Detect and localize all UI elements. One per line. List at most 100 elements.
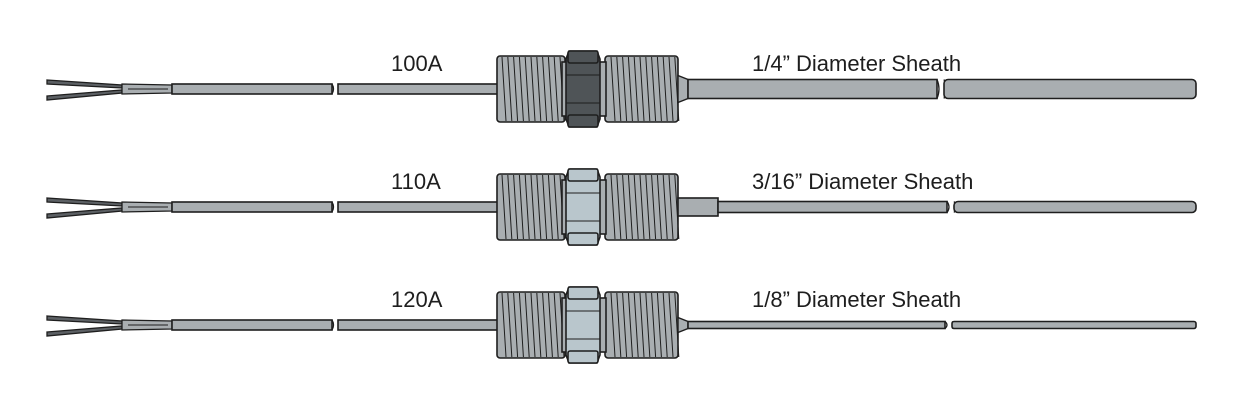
thread-line-right-5-120a xyxy=(639,292,645,358)
thread-line-left-1-110a xyxy=(507,174,513,240)
thread-line-left-2-100a xyxy=(513,56,519,122)
thread-line-left-7-100a xyxy=(542,56,548,122)
thread-line-left-4-120a xyxy=(524,292,530,358)
thread-line-right-4-100a xyxy=(633,56,639,122)
cable-segment-1-110a xyxy=(171,201,333,213)
thread-line-left-6-100a xyxy=(536,56,542,122)
lead-wire-bottom-120a xyxy=(46,325,123,337)
lead-wire-top-100a xyxy=(46,79,123,89)
hex-nut-top-flat-100a xyxy=(567,50,599,64)
thread-line-right-8-120a xyxy=(656,292,662,358)
thread-line-right-5-100a xyxy=(639,56,645,122)
thread-line-right-0-120a xyxy=(610,292,616,358)
thread-line-left-9-110a xyxy=(553,174,559,240)
thread-line-left-5-120a xyxy=(530,292,536,358)
lead-wire-bottom-100a xyxy=(46,89,123,101)
thread-line-right-6-110a xyxy=(645,174,651,240)
sheath-segment-2-110a xyxy=(953,200,1197,214)
thread-line-right-11-100a xyxy=(674,56,680,122)
thread-line-left-1-120a xyxy=(507,292,513,358)
thread-line-left-5-110a xyxy=(530,174,536,240)
probe-100a xyxy=(46,50,1197,128)
thread-line-left-2-110a xyxy=(513,174,519,240)
sheath-taper-120a xyxy=(677,316,689,334)
thread-line-left-2-120a xyxy=(513,292,519,358)
cable-segment-1-120a xyxy=(171,319,333,331)
thread-line-right-11-120a xyxy=(674,292,680,358)
thread-line-right-4-120a xyxy=(633,292,639,358)
hex-nut-bottom-flat-110a xyxy=(567,232,599,246)
thread-line-left-6-110a xyxy=(536,174,542,240)
sheath-step-110a xyxy=(677,197,719,217)
thread-line-right-2-100a xyxy=(622,56,628,122)
sheath-segment-1-100a xyxy=(687,78,938,100)
probe-110a xyxy=(46,168,1197,246)
model-label-110a: 110A xyxy=(391,169,441,194)
sheath-label-110a: 3/16” Diameter Sheath xyxy=(752,169,973,194)
probe-row-100a: 100A 1/4” Diameter Sheath xyxy=(46,50,1197,128)
sheath-segment-2-120a xyxy=(951,320,1197,330)
thread-line-right-2-120a xyxy=(622,292,628,358)
lead-wire-top-110a xyxy=(46,197,123,207)
thread-line-right-7-110a xyxy=(651,174,657,240)
thread-line-left-0-100a xyxy=(501,56,507,122)
thread-line-left-7-110a xyxy=(542,174,548,240)
thread-line-left-9-120a xyxy=(553,292,559,358)
model-label-120a: 120A xyxy=(391,287,443,312)
thread-line-right-0-110a xyxy=(610,174,616,240)
thread-line-left-7-120a xyxy=(542,292,548,358)
lead-wire-top-120a xyxy=(46,315,123,325)
thread-line-left-4-100a xyxy=(524,56,530,122)
thread-line-right-8-110a xyxy=(656,174,662,240)
thread-line-right-3-120a xyxy=(627,292,633,358)
thread-line-left-0-110a xyxy=(501,174,507,240)
thread-line-right-4-110a xyxy=(633,174,639,240)
sheath-segment-2-100a xyxy=(943,78,1197,100)
thread-line-right-5-110a xyxy=(639,174,645,240)
thread-line-left-0-120a xyxy=(501,292,507,358)
thread-line-right-7-100a xyxy=(651,56,657,122)
thread-line-right-8-100a xyxy=(656,56,662,122)
thread-line-left-8-120a xyxy=(547,292,553,358)
thread-line-right-1-110a xyxy=(616,174,622,240)
thread-line-right-11-110a xyxy=(674,174,680,240)
thread-line-right-0-100a xyxy=(610,56,616,122)
cable-segment-2-110a xyxy=(337,201,499,213)
lead-wire-bottom-110a xyxy=(46,207,123,219)
sheath-label-120a: 1/8” Diameter Sheath xyxy=(752,287,961,312)
thread-line-right-6-120a xyxy=(645,292,651,358)
thread-line-left-6-120a xyxy=(536,292,542,358)
thread-line-left-5-100a xyxy=(530,56,536,122)
thread-line-right-9-100a xyxy=(662,56,668,122)
thread-line-left-3-120a xyxy=(518,292,524,358)
sheath-segment-1-110a xyxy=(717,200,948,214)
thread-line-right-9-120a xyxy=(662,292,668,358)
thread-line-left-3-100a xyxy=(518,56,524,122)
hex-nut-bottom-flat-120a xyxy=(567,350,599,364)
thread-line-right-3-100a xyxy=(627,56,633,122)
thread-line-left-1-100a xyxy=(507,56,513,122)
probe-row-110a: 110A 3/16” Diameter Sheath xyxy=(46,168,1197,246)
model-label-100a: 100A xyxy=(391,51,443,76)
thread-line-left-8-100a xyxy=(547,56,553,122)
thread-line-left-8-110a xyxy=(547,174,553,240)
sheath-segment-1-120a xyxy=(687,320,946,330)
hex-nut-top-flat-110a xyxy=(567,168,599,182)
thread-line-right-7-120a xyxy=(651,292,657,358)
thread-line-right-9-110a xyxy=(662,174,668,240)
hex-nut-bottom-flat-100a xyxy=(567,114,599,128)
thread-line-right-10-100a xyxy=(668,56,674,122)
thread-line-right-1-120a xyxy=(616,292,622,358)
thread-line-left-4-110a xyxy=(524,174,530,240)
sheath-taper-100a xyxy=(677,74,689,104)
thread-line-left-3-110a xyxy=(518,174,524,240)
sheath-label-100a: 1/4” Diameter Sheath xyxy=(752,51,961,76)
cable-segment-2-100a xyxy=(337,83,499,95)
probe-row-120a: 120A 1/8” Diameter Sheath xyxy=(46,286,1197,364)
thread-line-right-2-110a xyxy=(622,174,628,240)
thread-line-right-1-100a xyxy=(616,56,622,122)
thread-line-right-10-120a xyxy=(668,292,674,358)
cable-segment-2-120a xyxy=(337,319,499,331)
